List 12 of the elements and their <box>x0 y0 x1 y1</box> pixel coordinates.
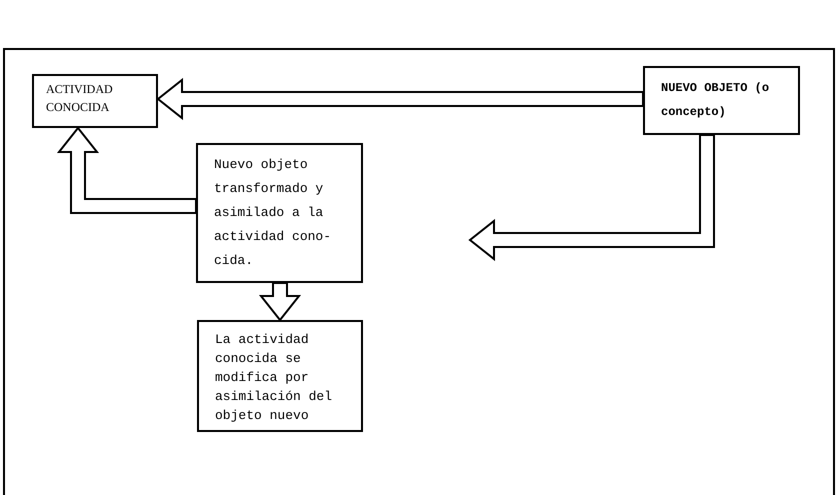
box-text: La actividad conocida se modifica por asimilación del objeto nuevo <box>215 331 334 425</box>
text-box <box>32 74 158 128</box>
hollow-arrow <box>258 282 302 322</box>
text-box <box>643 66 800 135</box>
hollow-arrow <box>56 126 197 214</box>
text-box <box>197 320 363 432</box>
box-text: ACTIVIDAD CONOCIDA <box>46 81 114 116</box>
hollow-arrow <box>468 134 715 262</box>
box-text: NUEVO OBJETO (o concepto) <box>661 80 770 121</box>
box-text: Nuevo objeto transformado y asimilado a la actividad cono-cida. <box>214 156 332 270</box>
hollow-arrow <box>156 78 644 120</box>
text-box <box>196 143 363 283</box>
